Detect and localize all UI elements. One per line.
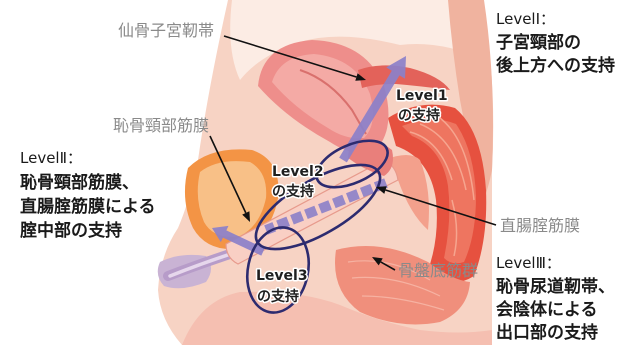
level1-tag-sub: の支持: [398, 107, 440, 124]
level3-line-1: 恥骨尿道靭帯、: [496, 276, 615, 297]
level2-line-2: 直腸腟筋膜による: [20, 196, 156, 217]
level2-line-1: 恥骨頸部筋膜、: [20, 172, 139, 193]
level3-line-2: 会陰体による: [496, 299, 598, 320]
level3-line-3: 出口部の支持: [496, 322, 598, 343]
level2-heading: LevelⅡ：: [20, 149, 82, 167]
uterosacral-ligament-label: 仙骨子宮靭帯: [118, 21, 214, 40]
level1-caption: LevelⅠ： 子宮頸部の 後上方への支持: [496, 10, 615, 76]
level3-tag: Level3: [256, 268, 308, 284]
level3-caption: LevelⅢ： 恥骨尿道靭帯、 会陰体による 出口部の支持: [496, 254, 615, 343]
level3-tag-sub: の支持: [257, 288, 299, 305]
level2-line-3: 腟中部の支持: [20, 220, 122, 241]
rectovaginal-fascia-label: 直腸腟筋膜: [500, 216, 580, 235]
level3-heading: LevelⅢ：: [496, 254, 561, 272]
level2-caption: LevelⅡ： 恥骨頸部筋膜、 直腸腟筋膜による 腟中部の支持: [20, 149, 156, 241]
pubocervical-fascia-label: 恥骨頸部筋膜: [113, 116, 209, 135]
level1-heading: LevelⅠ：: [496, 10, 555, 28]
level2-tag-sub: の支持: [272, 183, 314, 200]
level1-line-2: 後上方への支持: [496, 55, 615, 76]
level2-tag: Level2: [272, 164, 324, 180]
pelvic-floor-muscles-label: 骨盤底筋群: [398, 261, 478, 280]
level1-line-1: 子宮頸部の: [496, 32, 581, 53]
level1-tag: Level1: [396, 88, 448, 104]
